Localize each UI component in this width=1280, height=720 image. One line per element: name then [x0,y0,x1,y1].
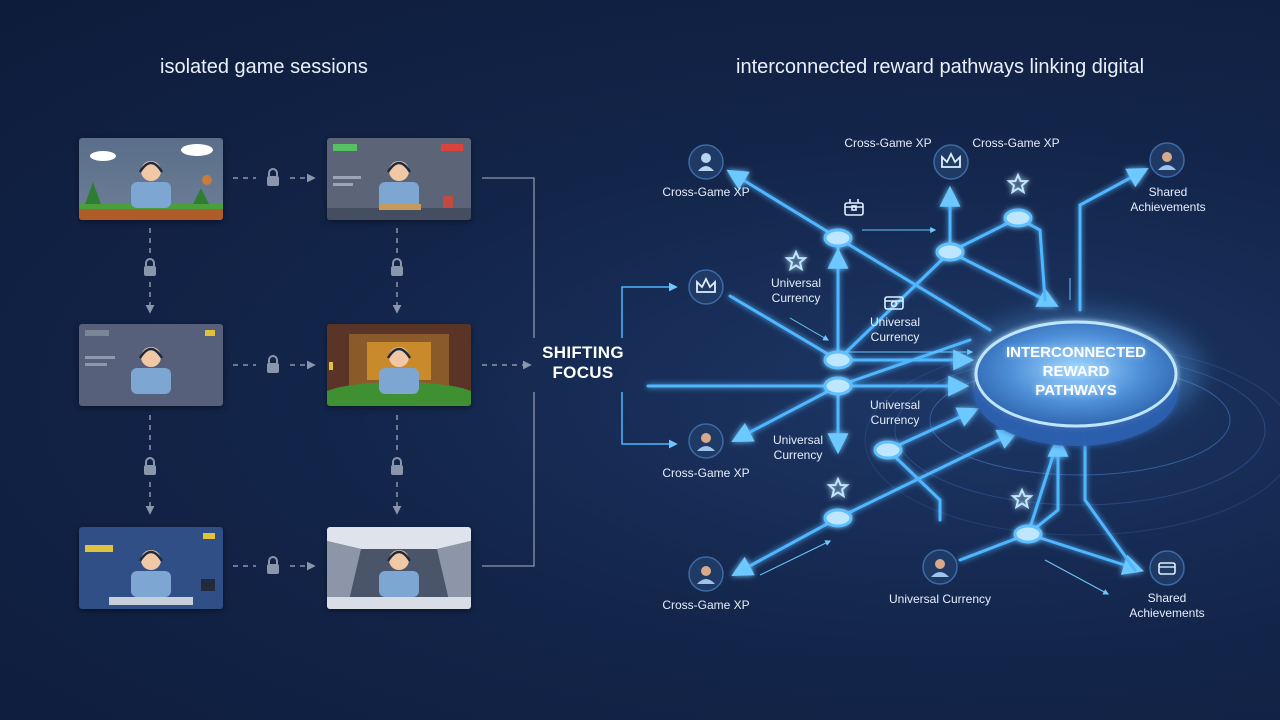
label-universal-currency: Universal Currency [869,315,920,344]
chest-icon [844,199,864,216]
gamer-avatar-icon [688,556,724,592]
shifting-focus-label: SHIFTING FOCUS [530,343,636,383]
shifting-focus-line2: FOCUS [552,363,614,382]
trophy-person-icon [1149,142,1185,178]
label-cross-game-xp: Cross-Game XP [662,598,750,612]
game-panel-strategy [79,527,223,609]
gamer-avatar-icon [922,549,958,585]
star-icon [1006,172,1030,195]
game-panel-hud [327,138,471,220]
chest-icon [1149,550,1185,586]
user-icon [688,144,724,180]
label-shared-achievements: Shared Achievements [1129,591,1205,620]
isolated-sessions-title: isolated game sessions [160,56,368,78]
game-panel-platformer [79,138,223,220]
lock-icon [391,457,403,475]
focus-out-arrows [621,282,678,449]
star-icons [784,172,1034,510]
label-universal-currency: Universal Currency [869,398,920,427]
thin-pathways [759,227,1110,595]
label-universal-currency: Universal Currency [770,276,821,305]
game-panel-cockpit [327,527,471,609]
reward-pathways [646,168,1149,577]
lock-icon [267,556,279,574]
label-cross-game-xp: Cross-Game XP [662,466,750,480]
label-shared-achievements: Shared Achievements [1130,185,1206,214]
hub-label-line1: INTERCONNECTED [1005,344,1146,361]
hub-label-line3: PATHWAYS [1035,382,1117,399]
chest-icon [884,296,904,310]
star-icon [826,476,850,499]
shifting-focus-line1: SHIFTING [542,343,624,362]
junction-nodes [823,208,1043,544]
label-universal-currency: Universal Currency [888,592,992,606]
label-universal-currency: Universal Currency [772,433,823,462]
lock-icon [144,457,156,475]
isolation-arrows [145,173,532,571]
lock-icon [267,355,279,373]
icon-badges [688,142,1185,592]
star-icon [1010,487,1034,510]
star-icon [784,249,808,272]
game-panel-dungeon [327,324,471,406]
reward-pathways-title: interconnected reward pathways linking d… [736,56,1145,78]
reward-hub [974,320,1178,446]
lock-icon [267,168,279,186]
crown-icon [933,144,969,180]
game-panel-menu [79,324,223,406]
lock-icon [144,258,156,276]
hub-label: INTERCONNECTED REWARD PATHWAYS [990,343,1162,400]
focus-bracket [482,177,535,567]
label-cross-game-xp: Cross-Game XP [662,185,750,199]
chest-icons [844,199,904,310]
hub-label-line2: REWARD [1042,363,1110,380]
label-cross-game-xp: Cross-Game XP [972,136,1060,150]
label-cross-game-xp: Cross-Game XP [844,136,932,150]
crown-icon [688,269,724,305]
lock-icon [391,258,403,276]
gamer-avatar-icon [688,423,724,459]
